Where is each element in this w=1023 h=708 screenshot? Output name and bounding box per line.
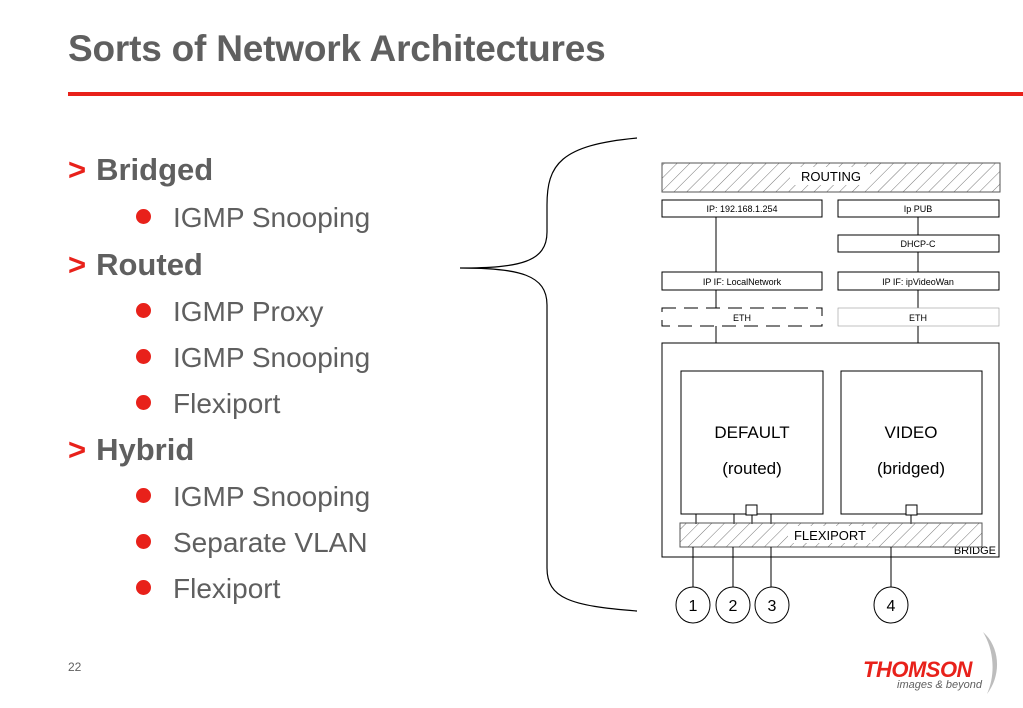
bridge-label: BRIDGE [954, 545, 996, 557]
bullet-marker: > [68, 152, 87, 187]
bullet-label: Hybrid [96, 432, 195, 467]
logo-swoosh-icon [983, 632, 998, 694]
video-box [840, 370, 983, 515]
port-2 [715, 586, 751, 624]
logo-tagline: images & beyond [897, 679, 982, 691]
red-dot-icon [136, 534, 151, 549]
port-3 [754, 586, 790, 624]
dhcp-label: DHCP-C [901, 239, 936, 249]
ip-left-box [661, 199, 823, 218]
eth-left-label: ETH [733, 313, 751, 323]
red-dot-icon [136, 303, 151, 318]
curly-brace [459, 137, 638, 612]
red-dot-icon [136, 395, 151, 410]
thomson-logo: THOMSON images & beyond [855, 628, 1005, 698]
red-dot-icon [136, 209, 151, 224]
default-name: DEFAULT [714, 423, 789, 442]
flexiport-label: FLEXIPORT [794, 528, 866, 543]
bullet-routed: > Routed [68, 247, 203, 283]
bullet-label: Routed [96, 247, 203, 282]
default-box [680, 370, 824, 515]
subbullet-item: IGMP Snooping [136, 342, 370, 374]
subbullet-label: Separate VLAN [173, 527, 368, 558]
slide-title: Sorts of Network Architectures [68, 28, 606, 69]
subbullet-label: Flexiport [173, 388, 281, 419]
red-dot-icon [136, 580, 151, 595]
bullet-marker: > [68, 432, 87, 467]
bullet-marker: > [68, 247, 87, 282]
video-name: VIDEO [885, 423, 938, 442]
red-dot-icon [136, 488, 151, 503]
subbullet-label: IGMP Snooping [173, 342, 371, 373]
subbullet-item: IGMP Snooping [136, 481, 370, 513]
port-1-label: 1 [689, 598, 698, 615]
routing-label: ROUTING [801, 169, 861, 184]
bullet-label: Bridged [96, 152, 214, 187]
logo-brand: THOMSON [863, 657, 972, 682]
port-4 [873, 586, 909, 624]
subbullet-label: IGMP Snooping [173, 202, 371, 233]
ipif-right-label: IP IF: ipVideoWan [882, 277, 954, 287]
ipif-left-box [661, 271, 823, 291]
video-mode: (bridged) [877, 459, 945, 478]
eth-left-box [661, 307, 823, 327]
page-number: 22 [68, 660, 82, 674]
ip-left-label: IP: 192.168.1.254 [706, 204, 777, 214]
subbullet-label: IGMP Snooping [173, 481, 371, 512]
title-underline [68, 92, 1023, 96]
subbullet-label: Flexiport [173, 573, 281, 604]
port-2-label: 2 [729, 598, 738, 615]
subbullet-item: Flexiport [136, 573, 280, 605]
red-dot-icon [136, 349, 151, 364]
ipif-left-label: IP IF: LocalNetwork [703, 277, 782, 287]
port-1 [675, 586, 711, 624]
port-3-label: 3 [768, 598, 777, 615]
eth-right-label: ETH [909, 313, 927, 323]
port-4-label: 4 [887, 598, 896, 615]
subbullet-item: IGMP Snooping [136, 202, 370, 234]
subbullet-item: IGMP Proxy [136, 296, 323, 328]
ip-right-label: Ip PUB [904, 204, 933, 214]
subbullet-item: Separate VLAN [136, 527, 368, 559]
bullet-bridged: > Bridged [68, 152, 213, 188]
subbullet-label: IGMP Proxy [173, 296, 324, 327]
default-mode: (routed) [722, 459, 782, 478]
subbullet-item: Flexiport [136, 388, 280, 420]
bullet-hybrid: > Hybrid [68, 432, 194, 468]
